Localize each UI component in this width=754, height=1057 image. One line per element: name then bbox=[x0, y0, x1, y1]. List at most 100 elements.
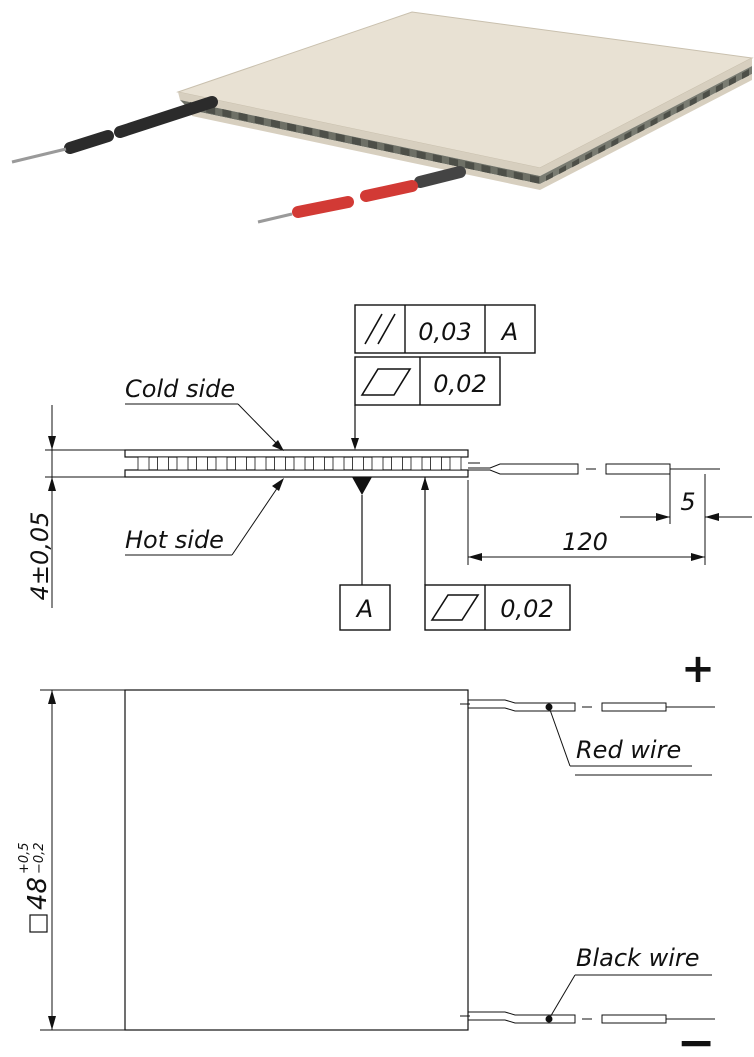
module-top-plate bbox=[124, 449, 469, 458]
datum-a-symbol: A bbox=[339, 477, 391, 631]
pellet-layer-right bbox=[540, 66, 752, 184]
isometric-render bbox=[11, 11, 754, 224]
pellet bbox=[303, 126, 313, 136]
hot-side-callout: Hot side bbox=[125, 478, 284, 556]
pellet bbox=[715, 82, 723, 94]
minus-terminal: − bbox=[677, 1015, 716, 1057]
pellet bbox=[368, 140, 378, 150]
pellet bbox=[432, 154, 442, 164]
pellet bbox=[702, 89, 710, 101]
pellet bbox=[352, 456, 364, 471]
side-pellet-row bbox=[137, 456, 462, 471]
black-wire-render bbox=[11, 96, 218, 164]
pellet bbox=[449, 456, 462, 471]
top-black-wire bbox=[460, 774, 715, 1024]
top-flatness-value: 0,02 bbox=[433, 370, 486, 398]
lead-length-dimension: 120 bbox=[467, 474, 706, 565]
plus-terminal: + bbox=[681, 646, 715, 692]
black-wire-insulation bbox=[114, 96, 218, 138]
side-view: 0,03 A 0,02 4±0,05 Cold side bbox=[26, 304, 752, 631]
red-wire-render bbox=[257, 166, 466, 224]
pellet bbox=[270, 119, 280, 129]
pellet bbox=[313, 456, 325, 471]
pellet bbox=[416, 150, 426, 160]
pellet bbox=[689, 96, 697, 108]
pellet bbox=[530, 175, 539, 184]
pellet bbox=[335, 133, 345, 143]
top-red-wire bbox=[460, 699, 715, 767]
thickness-value: 4±0,05 bbox=[26, 512, 54, 601]
pellet bbox=[137, 456, 150, 471]
pellet bbox=[650, 117, 658, 129]
pellet bbox=[624, 130, 632, 142]
pellet bbox=[351, 136, 361, 146]
pellet bbox=[287, 122, 297, 132]
pellet bbox=[410, 456, 423, 471]
pellet bbox=[598, 144, 606, 156]
red-wire-sleeve bbox=[292, 196, 354, 218]
pellet bbox=[637, 123, 645, 135]
pellet bbox=[176, 456, 189, 471]
pellet bbox=[400, 147, 410, 157]
red-wire-pin bbox=[257, 212, 293, 224]
flatness-icon-bottom bbox=[430, 594, 480, 621]
pellet bbox=[332, 456, 345, 471]
datum-a-box bbox=[339, 584, 391, 631]
black-wire-pin bbox=[11, 147, 67, 164]
pellet bbox=[676, 103, 684, 115]
top-flatness-frame-box bbox=[354, 356, 501, 406]
ceramic-top-edge-front bbox=[178, 92, 540, 176]
cold-side-label: Cold side bbox=[125, 375, 235, 403]
pellet bbox=[215, 456, 228, 471]
top-view: 48 +0,5 −0,2 Red wire + bbox=[17, 646, 715, 1057]
ceramic-top-edge-right bbox=[540, 58, 752, 176]
pellet bbox=[384, 143, 394, 153]
pellet bbox=[254, 115, 264, 125]
pellet bbox=[222, 108, 232, 118]
strip-length-value: 5 bbox=[680, 488, 695, 516]
pellet bbox=[157, 456, 169, 471]
red-wire-label: Red wire bbox=[576, 736, 681, 764]
pellet bbox=[293, 456, 306, 471]
pellet bbox=[274, 456, 286, 471]
lead-length-value: 120 bbox=[562, 528, 608, 556]
square-dimension: 48 +0,5 −0,2 bbox=[17, 689, 125, 1031]
black-wire-sleeve bbox=[64, 130, 114, 154]
red-wire-base bbox=[414, 166, 466, 188]
square-tol-lower: −0,2 bbox=[32, 842, 47, 874]
square-symbol-icon bbox=[29, 914, 48, 933]
strip-length-dimension: 5 bbox=[620, 474, 752, 524]
square-value: 48 bbox=[23, 877, 53, 910]
thickness-dimension: 4±0,05 bbox=[26, 405, 125, 608]
flatness-icon bbox=[360, 368, 412, 396]
parallelism-value: 0,03 bbox=[418, 318, 471, 346]
bottom-flatness-value: 0,02 bbox=[500, 595, 553, 623]
pellet bbox=[742, 69, 749, 80]
square-tol-upper: +0,5 bbox=[17, 842, 32, 874]
pellet bbox=[449, 157, 459, 167]
pellet bbox=[465, 161, 475, 171]
bottom-flatness-frame-box bbox=[424, 584, 571, 631]
cold-side-callout: Cold side bbox=[125, 375, 284, 451]
module-outline bbox=[124, 689, 469, 1031]
pellet bbox=[238, 112, 248, 122]
pellet bbox=[391, 456, 403, 471]
parallelism-frame-box bbox=[354, 304, 536, 354]
pellet-row-right bbox=[546, 69, 749, 183]
module-bottom-plate bbox=[124, 469, 469, 478]
pellet bbox=[254, 456, 267, 471]
pellet bbox=[513, 171, 523, 181]
pellet bbox=[371, 456, 384, 471]
bottom-flatness-frame: 0,02 bbox=[421, 477, 571, 631]
pellet bbox=[663, 110, 671, 122]
parallelism-icon bbox=[364, 313, 383, 345]
datum-a-label: A bbox=[355, 595, 373, 623]
top-flatness-frame: 0,02 bbox=[354, 356, 501, 406]
pellet bbox=[235, 456, 247, 471]
hot-side-label: Hot side bbox=[125, 526, 224, 554]
black-wire-label: Black wire bbox=[576, 944, 700, 972]
pellet bbox=[319, 129, 329, 139]
datum-triangle-icon bbox=[352, 477, 372, 495]
pellet bbox=[430, 456, 442, 471]
